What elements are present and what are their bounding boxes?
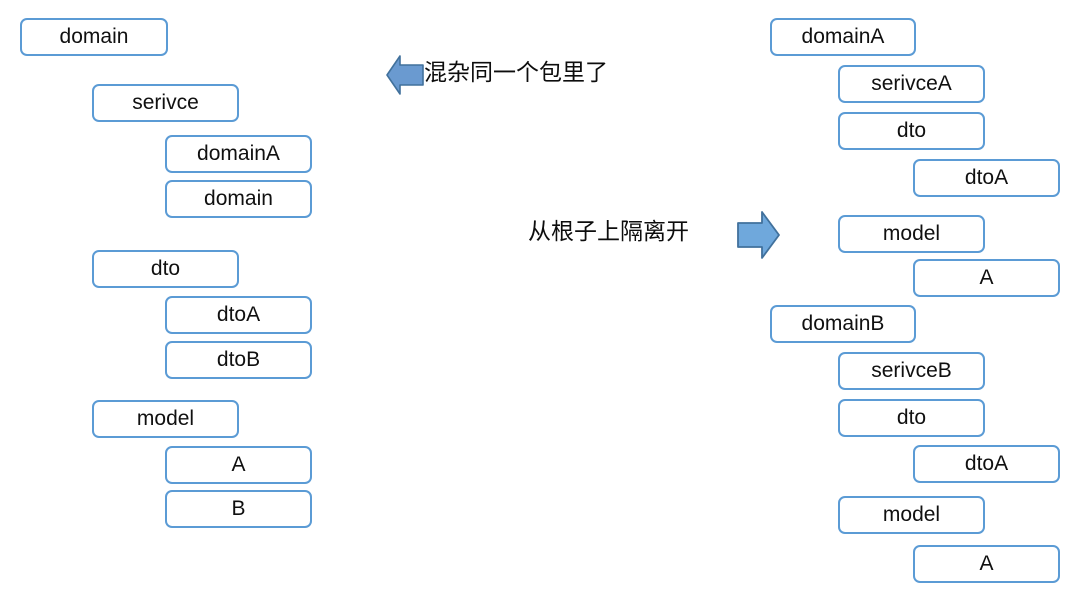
- package-box-right-a[interactable]: A: [913, 259, 1060, 297]
- package-box-label: dto: [150, 256, 181, 280]
- package-box-label: model: [136, 406, 195, 430]
- package-box-label: domainA: [197, 141, 280, 165]
- package-box-left-b[interactable]: B: [165, 490, 312, 528]
- package-box-label: B: [231, 496, 246, 520]
- package-box-right-model[interactable]: model: [838, 215, 985, 253]
- package-box-label: domain: [59, 24, 129, 48]
- package-box-right-serivcea[interactable]: serivceA: [838, 65, 985, 103]
- package-box-right-model[interactable]: model: [838, 496, 985, 534]
- right-pointing-arrow-icon: [737, 211, 780, 259]
- package-box-left-dto[interactable]: dto: [92, 250, 239, 288]
- package-box-right-dto[interactable]: dto: [838, 399, 985, 437]
- package-box-left-domain[interactable]: domain: [165, 180, 312, 218]
- package-box-label: A: [979, 551, 994, 575]
- package-box-label: dto: [896, 405, 927, 429]
- package-box-left-serivce[interactable]: serivce: [92, 84, 239, 122]
- package-box-label: dtoA: [964, 165, 1009, 189]
- package-box-label: serivceA: [871, 71, 952, 95]
- package-box-right-dtoa[interactable]: dtoA: [913, 445, 1060, 483]
- package-box-right-serivceb[interactable]: serivceB: [838, 352, 985, 390]
- package-box-right-a[interactable]: A: [913, 545, 1060, 583]
- package-box-left-model[interactable]: model: [92, 400, 239, 438]
- left-pointing-arrow-icon: [386, 55, 424, 95]
- annotation-isolate-at-the-root: 从根子上隔离开: [528, 218, 689, 244]
- package-box-label: dtoB: [216, 347, 261, 371]
- package-box-label: domain: [204, 186, 273, 210]
- package-box-right-dtoa[interactable]: dtoA: [913, 159, 1060, 197]
- package-box-label: model: [882, 502, 941, 526]
- package-box-right-domainb[interactable]: domainB: [770, 305, 916, 343]
- package-box-left-domaina[interactable]: domainA: [165, 135, 312, 173]
- package-box-label: A: [979, 265, 994, 289]
- package-box-left-a[interactable]: A: [165, 446, 312, 484]
- annotation-mixed-into-one-package: 混杂同一个包里了: [424, 59, 608, 85]
- package-box-label: dtoA: [216, 302, 261, 326]
- package-box-right-dto[interactable]: dto: [838, 112, 985, 150]
- package-box-label: serivce: [132, 90, 199, 114]
- package-box-right-domaina[interactable]: domainA: [770, 18, 916, 56]
- package-box-label: model: [882, 221, 941, 245]
- package-box-label: dtoA: [964, 451, 1009, 475]
- package-box-label: domainB: [801, 311, 885, 335]
- package-box-left-dtoa[interactable]: dtoA: [165, 296, 312, 334]
- package-box-label: dto: [896, 118, 927, 142]
- package-box-label: serivceB: [871, 358, 952, 382]
- package-box-left-dtob[interactable]: dtoB: [165, 341, 312, 379]
- package-box-left-domain[interactable]: domain: [20, 18, 168, 56]
- package-box-label: domainA: [801, 24, 885, 48]
- package-box-label: A: [231, 452, 246, 476]
